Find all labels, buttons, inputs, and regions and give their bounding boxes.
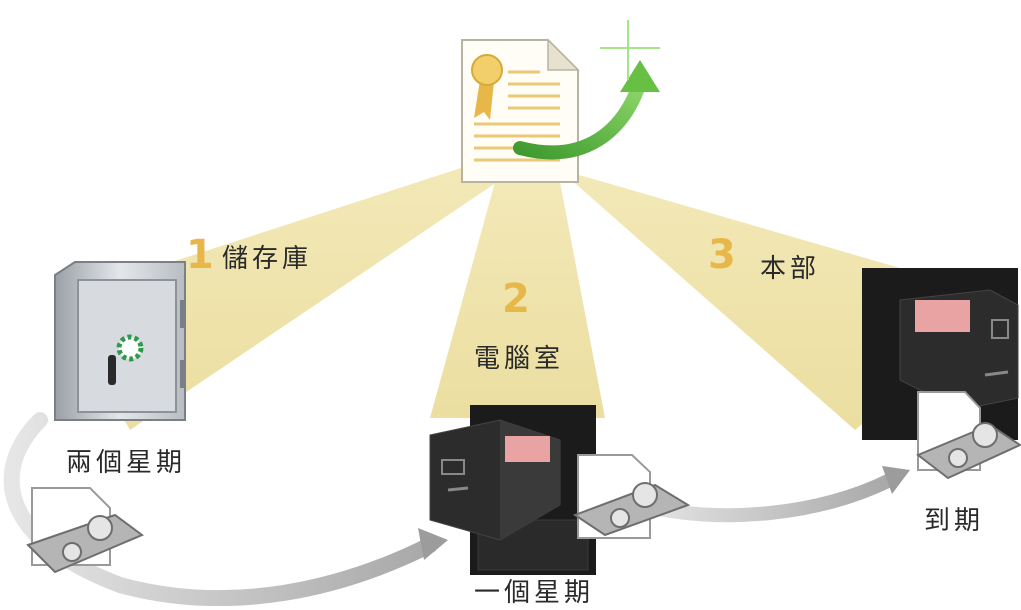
certificate-document-icon — [461, 38, 580, 183]
tape-cartridge-icon — [572, 454, 691, 539]
gray-curved-arrow-icon — [3, 412, 448, 607]
step-3-duration-label: 到期 — [924, 506, 985, 536]
tape-cartridge-icon — [916, 391, 1021, 480]
beam-to-computer-room — [430, 182, 605, 418]
green-curved-arrow-icon — [513, 20, 660, 160]
file-cabinet-icon — [429, 405, 596, 575]
step-3-location-label: 本部 — [760, 254, 821, 284]
step-1-number: 1 — [186, 232, 214, 278]
step-1-duration-label: 兩個星期 — [66, 448, 187, 478]
step-2-number: 2 — [502, 276, 530, 322]
safe-icon — [54, 261, 186, 421]
step-3-number: 3 — [708, 232, 736, 278]
step-1-location-label: 儲存庫 — [222, 244, 313, 274]
step-2-location-label: 電腦室 — [474, 344, 565, 374]
step-2-duration-label: 一個星期 — [474, 578, 595, 608]
tape-cartridge-icon — [26, 487, 144, 574]
